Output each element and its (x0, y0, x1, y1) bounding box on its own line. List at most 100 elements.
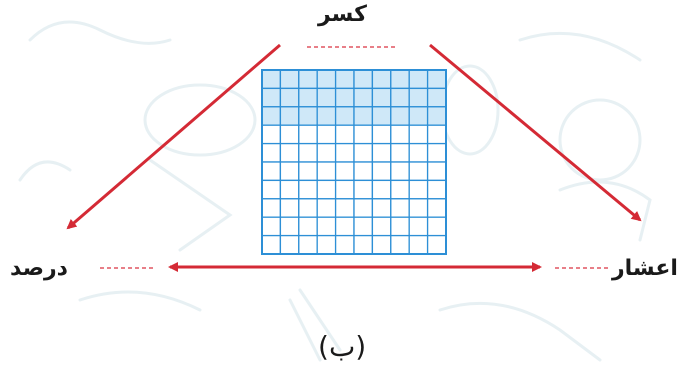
grid-cell (280, 70, 298, 88)
grid-cell (280, 217, 298, 235)
grid-cell (391, 217, 409, 235)
grid-cell (262, 236, 280, 254)
grid-cell (336, 107, 354, 125)
grid-cell (354, 88, 372, 106)
grid-cell (262, 144, 280, 162)
grid-cell (428, 107, 446, 125)
figure-caption: (ب) (318, 330, 366, 363)
grid-cell (354, 107, 372, 125)
grid-cell (428, 199, 446, 217)
grid-cell (354, 217, 372, 235)
grid-cell (299, 217, 317, 235)
grid-cell (262, 125, 280, 143)
grid-cell (336, 217, 354, 235)
grid-cell (409, 217, 427, 235)
grid-cell (336, 199, 354, 217)
grid-cell (428, 180, 446, 198)
grid-cell (280, 107, 298, 125)
grid-cell (391, 180, 409, 198)
grid-cell (280, 180, 298, 198)
grid-cell (409, 107, 427, 125)
grid-cell (262, 217, 280, 235)
grid-cell (428, 125, 446, 143)
grid-cell (262, 88, 280, 106)
grid-cell (262, 162, 280, 180)
grid-cell (428, 144, 446, 162)
sketch-ellipse-1 (145, 85, 255, 155)
grid-cell (354, 180, 372, 198)
label-decimal: اعشار (612, 256, 678, 281)
grid-cell (354, 70, 372, 88)
grid-cell (280, 144, 298, 162)
grid-cell (336, 162, 354, 180)
grid-cell (336, 88, 354, 106)
grid-cell (336, 144, 354, 162)
grid-cell (317, 70, 335, 88)
hundred-grid (262, 70, 446, 254)
grid-cell (391, 236, 409, 254)
grid-cell (391, 199, 409, 217)
grid-cell (391, 88, 409, 106)
grid-cell (354, 144, 372, 162)
grid-cell (391, 144, 409, 162)
grid-cell (299, 107, 317, 125)
grid-cell (280, 125, 298, 143)
arrow-right-diagonal (430, 45, 640, 220)
sketch-curve-2 (520, 33, 640, 60)
grid-cell (280, 162, 298, 180)
grid-cell (317, 199, 335, 217)
grid-cell (428, 217, 446, 235)
grid-cell (409, 199, 427, 217)
grid-cell (354, 199, 372, 217)
grid-cell (336, 125, 354, 143)
grid-cell (317, 236, 335, 254)
sketch-circle-1 (560, 100, 640, 180)
grid-cell (391, 70, 409, 88)
grid-cell (317, 125, 335, 143)
sketch-path-1 (150, 160, 230, 250)
grid-cell (317, 162, 335, 180)
grid-cell (391, 162, 409, 180)
grid-cell (317, 88, 335, 106)
grid-cell (299, 199, 317, 217)
grid-cell (428, 236, 446, 254)
grid-cell (372, 88, 390, 106)
grid-cell (409, 180, 427, 198)
grid-cell (409, 144, 427, 162)
grid-cell (299, 144, 317, 162)
grid-cell (317, 180, 335, 198)
grid-cell (409, 162, 427, 180)
grid-cell (428, 88, 446, 106)
grid-cell (409, 70, 427, 88)
grid-cell (299, 125, 317, 143)
sketch-curve-3 (80, 292, 200, 310)
grid-cell (391, 107, 409, 125)
grid-cell (336, 236, 354, 254)
grid-cell (299, 236, 317, 254)
grid-cell (372, 70, 390, 88)
grid-cell (317, 107, 335, 125)
grid-cell (428, 70, 446, 88)
sketch-curve-4 (440, 303, 600, 360)
grid-cell (372, 162, 390, 180)
grid-cell (299, 180, 317, 198)
grid-cell (354, 125, 372, 143)
grid-cell (299, 162, 317, 180)
grid-cell (262, 70, 280, 88)
grid-cell (262, 107, 280, 125)
grid-cell (262, 199, 280, 217)
grid-cell (336, 180, 354, 198)
label-percent: درصد (10, 256, 68, 281)
grid-cell (354, 236, 372, 254)
grid-cell (299, 88, 317, 106)
grid-cell (372, 125, 390, 143)
grid-cell (354, 162, 372, 180)
grid-cell (372, 236, 390, 254)
sketch-curve-1 (30, 22, 170, 43)
grid-cell (280, 88, 298, 106)
grid-cell (409, 236, 427, 254)
grid-cell (280, 199, 298, 217)
grid-cell (428, 162, 446, 180)
grid-cell (262, 180, 280, 198)
